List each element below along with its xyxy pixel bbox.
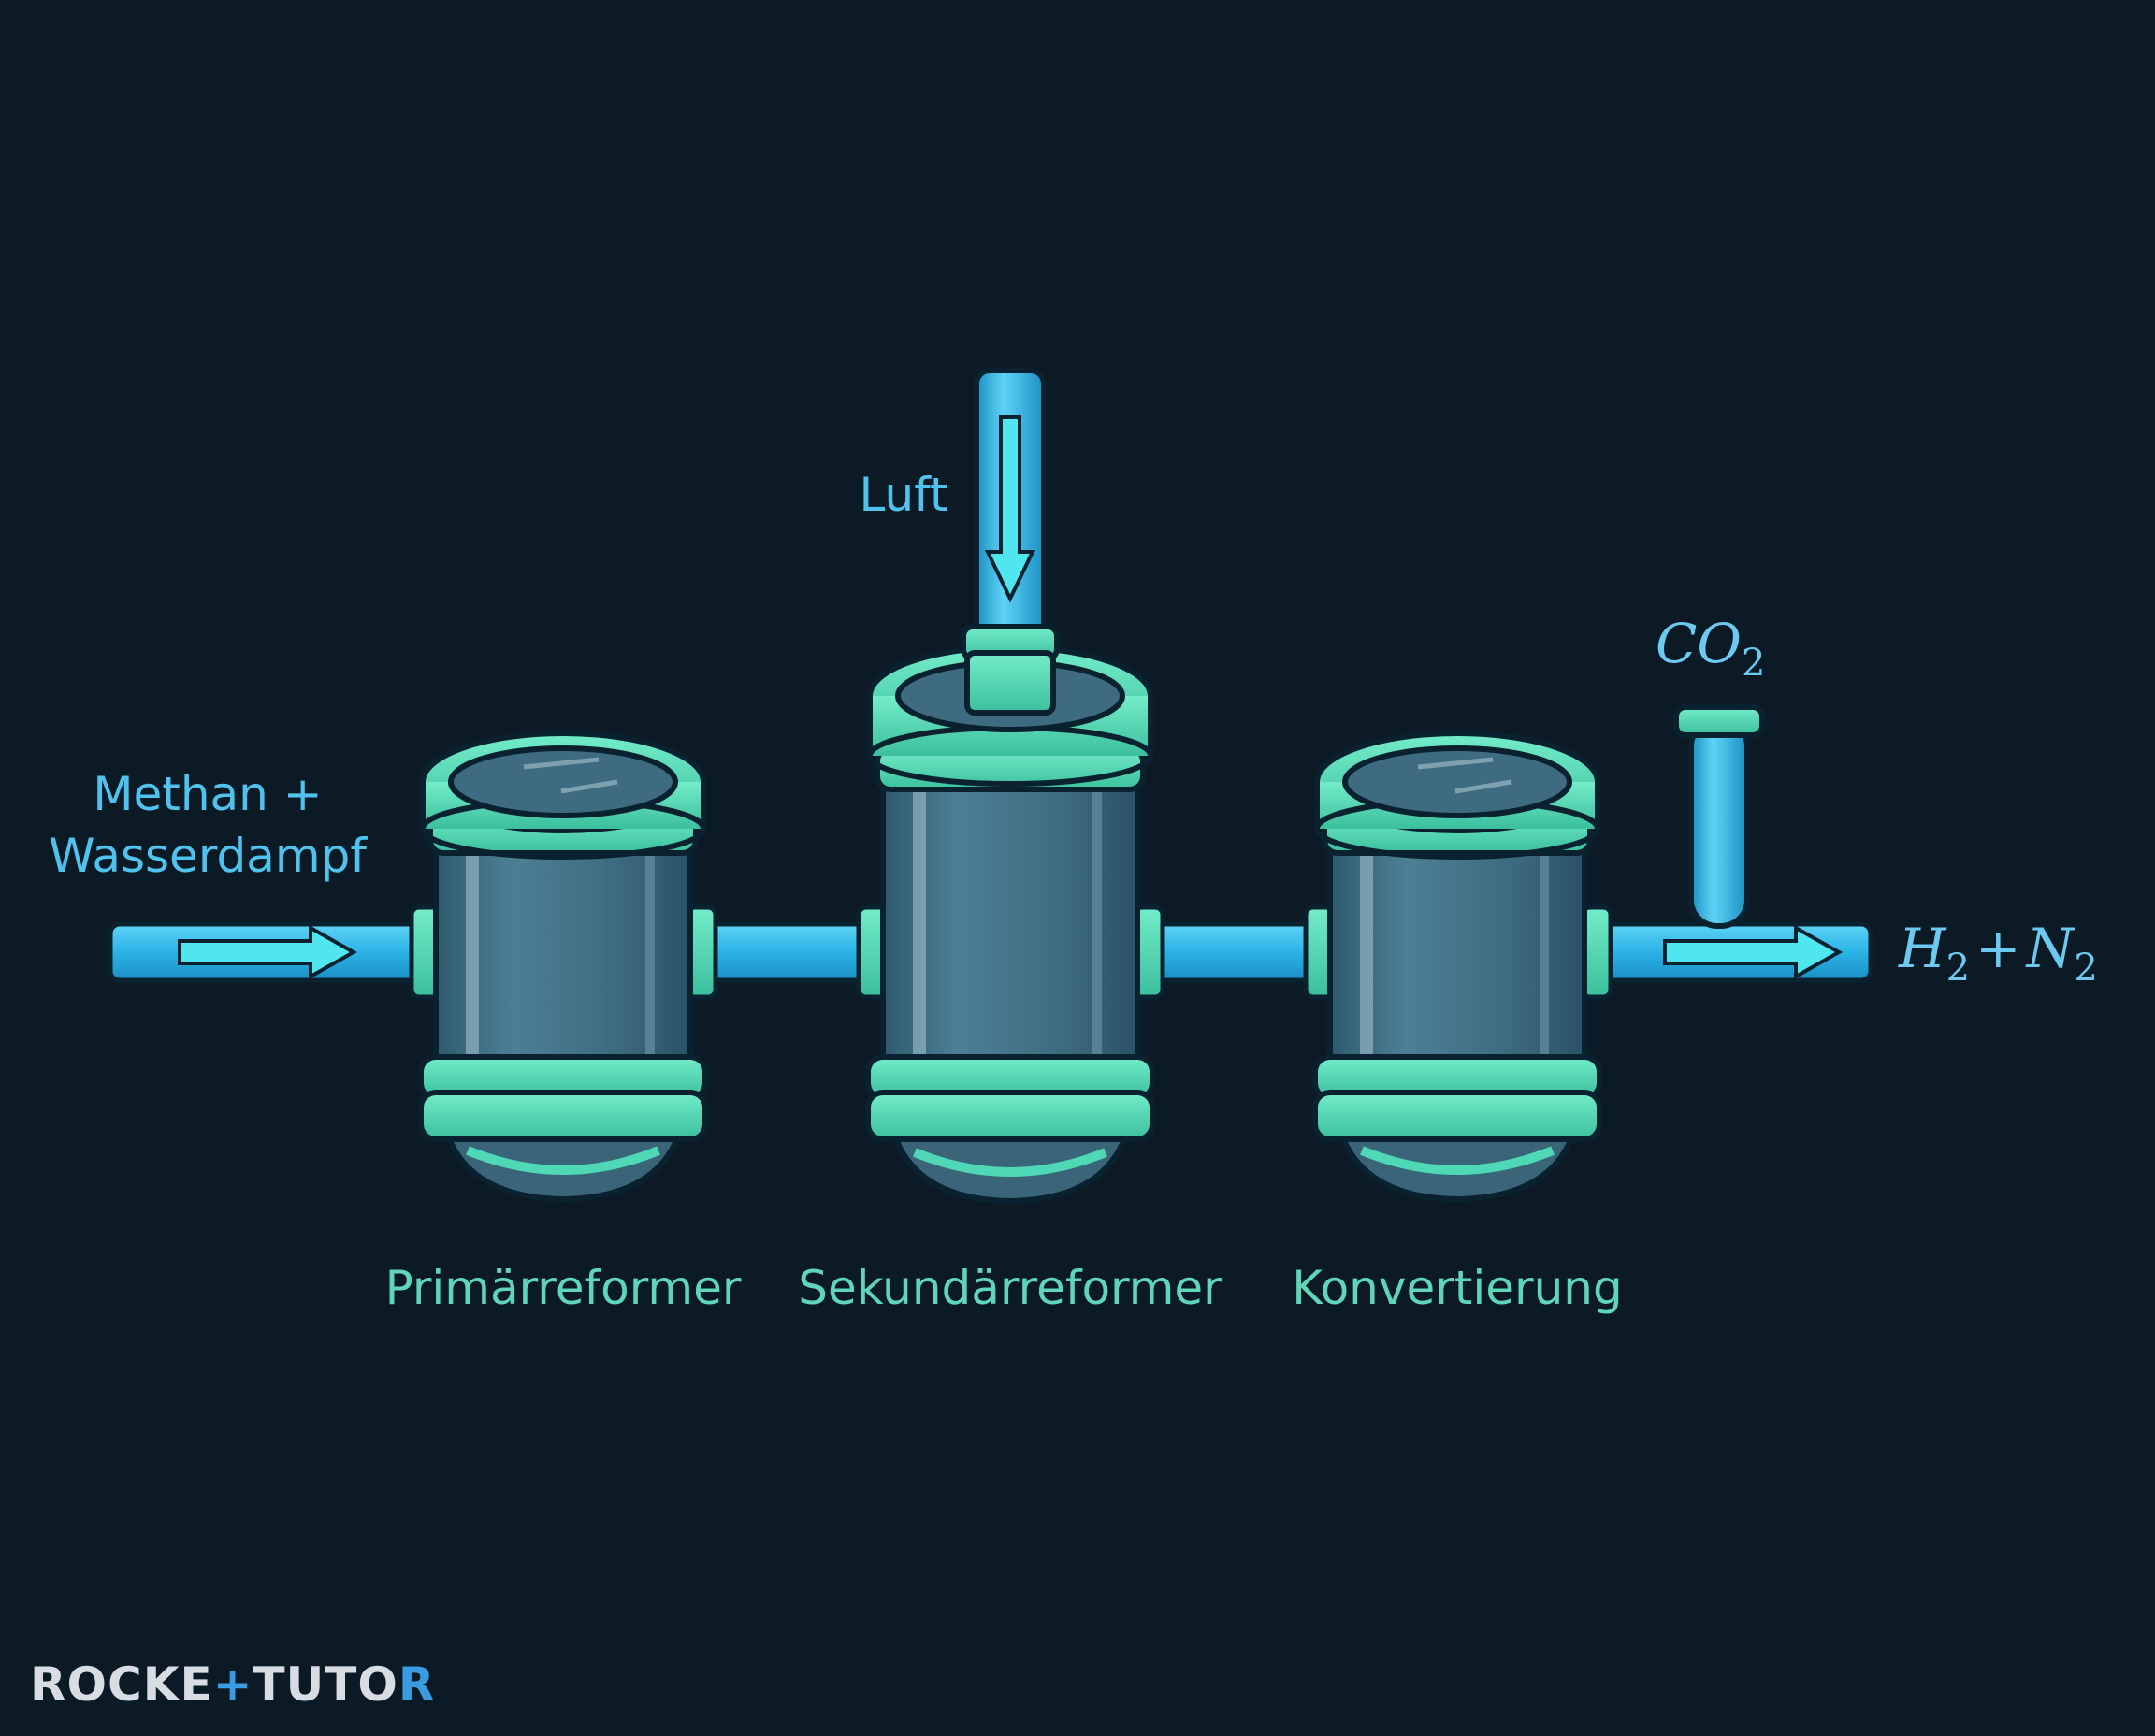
pipe-segment-2-3 [1150, 921, 1314, 983]
inlet-label-line1: Methan + [93, 767, 322, 821]
stage-label-sekundaerreformer: Sekundärreformer [798, 1261, 1222, 1315]
pipe-segment-1-2 [703, 921, 868, 983]
vessel-sekundaerreformer [865, 368, 1155, 1205]
stage-label-konvertierung: Konvertierung [1292, 1261, 1622, 1315]
air-inlet-pipe [961, 368, 1060, 716]
air-label: Luft [860, 468, 948, 522]
stage-label-primaerreformer: Primärreformer [385, 1261, 742, 1315]
inlet-label-line2: Wasserdampf [49, 829, 368, 883]
vessel-konvertierung [1312, 731, 1602, 1203]
brand-logo: ROCKE+TUTOR [30, 1657, 435, 1712]
outlet-flow-arrow-icon [1663, 924, 1844, 980]
air-flow-arrow-icon [984, 415, 1036, 603]
product-label: H2+N2 [1898, 917, 2098, 990]
co2-label: CO2 [1656, 612, 1765, 685]
inlet-flow-arrow-icon [178, 924, 358, 980]
outlet-pipe [1597, 921, 1873, 983]
vessel-primaerreformer [418, 731, 708, 1203]
co2-outlet-pipe [1673, 704, 1765, 929]
inlet-pipe [108, 921, 422, 983]
